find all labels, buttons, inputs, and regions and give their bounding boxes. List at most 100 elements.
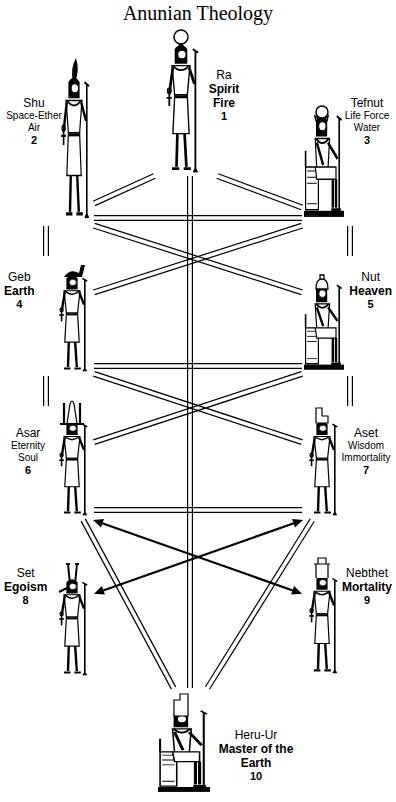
deity-attribute: Master of the Earth bbox=[214, 742, 298, 770]
connector-line bbox=[48, 226, 49, 256]
deity-label: Heru-UrMaster of the Earth10 bbox=[214, 728, 298, 783]
connector-line bbox=[93, 223, 301, 290]
connector bbox=[44, 376, 49, 406]
deity-attribute: Heaven bbox=[349, 284, 392, 298]
nut-figure bbox=[304, 285, 344, 370]
arrow-head bbox=[291, 586, 302, 594]
deity-attribute: Mortality bbox=[342, 580, 392, 594]
deity-name: Heru-Ur bbox=[214, 728, 298, 742]
sun-disk bbox=[316, 106, 328, 118]
set-snout bbox=[59, 588, 67, 592]
deity-label: GebEarth4 bbox=[4, 270, 35, 311]
callout-number: 4 bbox=[4, 298, 35, 311]
callout-number: 7 bbox=[340, 464, 392, 477]
connector-line bbox=[94, 215, 302, 216]
connector-line bbox=[218, 174, 303, 206]
connector bbox=[94, 216, 302, 221]
tefnut-figure bbox=[304, 116, 344, 217]
house-crown bbox=[314, 558, 330, 578]
diagram-title: Anunian Theology bbox=[0, 2, 396, 24]
connector bbox=[217, 174, 303, 210]
heru-ur-figure bbox=[158, 711, 210, 792]
callout-number: 5 bbox=[349, 298, 392, 311]
connector-line bbox=[95, 376, 303, 444]
deity-label: ShuSpace-Ether Air2 bbox=[4, 96, 64, 147]
callout-number: 6 bbox=[4, 464, 52, 477]
deity-node: TefnutLife Force Water3 bbox=[302, 56, 394, 226]
deity-name: Geb bbox=[4, 270, 35, 284]
connector bbox=[348, 226, 353, 256]
deity-node: RaSpirit Fire1 bbox=[150, 28, 246, 176]
deity-name: Ra bbox=[203, 68, 245, 82]
deity-node: NutHeaven5 bbox=[302, 256, 394, 376]
goose-crown bbox=[64, 265, 85, 277]
connector-line bbox=[352, 376, 353, 406]
connector-line bbox=[352, 226, 353, 256]
sun-disk bbox=[174, 30, 188, 44]
connector-line bbox=[95, 228, 303, 295]
connector-line bbox=[102, 523, 294, 591]
connector-line bbox=[94, 368, 302, 369]
callout-number: 8 bbox=[4, 594, 47, 607]
deity-attribute: Earth bbox=[4, 284, 35, 298]
callout-number: 3 bbox=[342, 134, 392, 147]
connector bbox=[93, 372, 302, 445]
deity-node: GebEarth4 bbox=[2, 256, 94, 376]
connector-line bbox=[347, 226, 348, 256]
connector-line bbox=[205, 519, 310, 687]
deity-node: Heru-UrMaster of the Earth10 bbox=[150, 688, 310, 798]
deity-name: Shu bbox=[4, 96, 64, 110]
deity-node: NebthetMortality9 bbox=[302, 556, 394, 680]
double-crown bbox=[174, 694, 188, 716]
connector-line bbox=[85, 519, 175, 687]
deity-name: Nebthet bbox=[342, 566, 392, 580]
connector-line bbox=[94, 363, 302, 364]
connector bbox=[93, 223, 302, 294]
aset-figure bbox=[309, 421, 337, 515]
connector-line bbox=[81, 521, 171, 689]
connector-line bbox=[210, 521, 315, 689]
vessel-crown bbox=[316, 275, 328, 289]
deity-node: ShuSpace-Ether Air2 bbox=[2, 56, 94, 226]
deity-attribute: Eternity Soul bbox=[4, 440, 52, 464]
arrow-head bbox=[94, 586, 105, 594]
connector bbox=[94, 508, 302, 513]
deity-attribute: Space-Ether Air bbox=[4, 110, 64, 134]
atef-crown bbox=[67, 401, 77, 424]
set-figure bbox=[59, 579, 87, 675]
connector-line bbox=[94, 512, 302, 513]
deity-name: Aset bbox=[340, 426, 392, 440]
connector-line bbox=[93, 174, 153, 201]
connector bbox=[205, 519, 314, 690]
deity-name: Nut bbox=[349, 270, 392, 284]
connector bbox=[94, 519, 303, 594]
connector-line bbox=[43, 226, 44, 256]
callout-number: 2 bbox=[4, 134, 64, 147]
deity-node: AsarEternity Soul6 bbox=[2, 406, 94, 520]
feather-crown bbox=[72, 58, 78, 82]
connector-line bbox=[347, 376, 348, 406]
shu-figure bbox=[61, 78, 89, 218]
connector-line bbox=[192, 176, 193, 688]
set-ears bbox=[66, 564, 79, 584]
connector bbox=[44, 226, 49, 256]
deity-attribute: Life Force Water bbox=[342, 110, 392, 134]
deity-name: Asar bbox=[4, 426, 52, 440]
atef-feathers bbox=[60, 403, 84, 424]
asar-figure bbox=[59, 421, 87, 515]
ra-figure bbox=[167, 45, 199, 172]
deity-label: NebthetMortality9 bbox=[342, 566, 392, 607]
connector-line bbox=[94, 220, 302, 221]
nebthet-figure bbox=[309, 575, 337, 673]
arrow-head bbox=[93, 519, 104, 527]
connector bbox=[81, 519, 176, 689]
deity-label: TefnutLife Force Water3 bbox=[342, 96, 392, 147]
connector-line bbox=[95, 178, 155, 205]
callout-number: 10 bbox=[214, 770, 298, 783]
deity-label: SetEgoism8 bbox=[4, 566, 47, 607]
connector-line bbox=[93, 372, 301, 440]
uraeus bbox=[179, 44, 183, 47]
connector-line bbox=[48, 376, 49, 406]
deity-node: AsetWisdom Immortality7 bbox=[302, 406, 394, 520]
